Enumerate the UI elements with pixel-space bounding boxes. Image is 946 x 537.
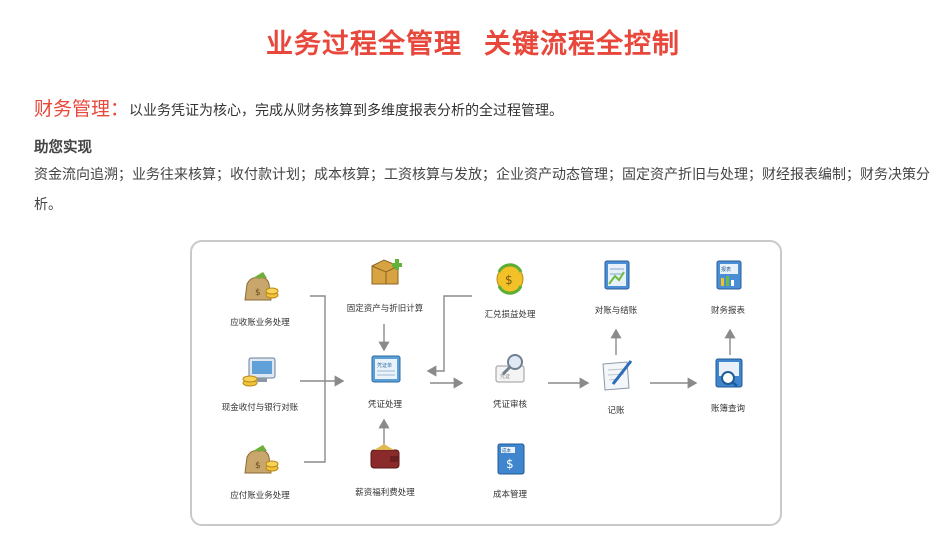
node-payroll[interactable]: 薪资福利费处理	[330, 440, 440, 498]
node-fin-report-label: 财务报表	[710, 306, 745, 316]
report-icon: 报表	[716, 260, 742, 290]
svg-text:成本: 成本	[502, 447, 511, 454]
headline-part2: 关键流程全控制	[484, 29, 680, 60]
intro-line: 财务管理：以业务凭证为核心，完成从财务核算到多维度报表分析的全过程管理。	[34, 94, 563, 121]
node-posting-label: 记账	[607, 406, 625, 416]
node-fixed-assets[interactable]: 固定资产与折旧计算	[330, 256, 440, 314]
node-cash-bank-label: 现金收付与银行对账	[221, 403, 299, 413]
intro-label: 财务管理：	[34, 98, 130, 120]
voucher-icon: 凭证单	[371, 355, 401, 383]
svg-text:凭证单: 凭证单	[377, 362, 392, 369]
headline-part1: 业务过程全管理	[266, 29, 462, 60]
intro-text: 以业务凭证为核心，完成从财务核算到多维度报表分析的全过程管理。	[129, 103, 564, 119]
node-reconcile[interactable]: 对账与结账	[561, 258, 671, 316]
svg-text:$: $	[506, 457, 514, 471]
node-voucher-review[interactable]: 凭证 凭证审核	[455, 352, 565, 410]
currency-exchange-icon: $	[496, 263, 524, 295]
money-bag-icon: $	[244, 445, 279, 474]
node-ledger-query[interactable]: 账簿查询	[673, 356, 783, 414]
node-fx-gain-label: 汇兑损益处理	[484, 310, 536, 320]
node-cost-mgmt[interactable]: 成本 $ 成本管理	[455, 442, 565, 500]
monitor-cash-icon	[242, 357, 276, 387]
box-icon	[371, 259, 402, 285]
svg-text:$: $	[255, 461, 261, 471]
svg-text:$: $	[255, 288, 261, 298]
node-payables-label: 应付账业务处理	[230, 491, 290, 501]
node-fin-report[interactable]: 报表 财务报表	[673, 258, 783, 316]
ledger-search-icon	[715, 358, 743, 388]
page-headline: 业务过程全管理关键流程全控制	[0, 22, 946, 61]
node-cash-bank[interactable]: 现金收付与银行对账	[205, 355, 315, 413]
svg-text:报表: 报表	[721, 266, 731, 273]
ledger-icon	[604, 260, 630, 290]
svg-text:凭证: 凭证	[500, 373, 510, 380]
node-receivables-label: 应收账业务处理	[230, 318, 290, 328]
money-bag-icon: $	[244, 272, 279, 301]
help-description: 资金流向追溯；业务往来核算；收付款计划；成本核算；工资核算与发放；企业资产动态管…	[34, 167, 930, 213]
wallet-icon	[370, 444, 400, 469]
cost-book-icon: 成本 $	[497, 443, 525, 475]
node-voucher[interactable]: 凭证单 凭证处理	[330, 352, 440, 410]
node-ledger-query-label: 账簿查询	[710, 404, 745, 414]
node-fixed-assets-label: 固定资产与折旧计算	[346, 304, 424, 314]
node-voucher-label: 凭证处理	[367, 400, 402, 410]
node-posting[interactable]: 记账	[561, 358, 671, 416]
node-reconcile-label: 对账与结账	[594, 306, 638, 316]
svg-text:$: $	[505, 273, 513, 287]
help-title: 助您实现	[34, 140, 92, 156]
node-cost-mgmt-label: 成本管理	[492, 490, 527, 500]
node-voucher-review-label: 凭证审核	[492, 400, 527, 410]
pen-paper-icon	[602, 360, 633, 391]
node-payables[interactable]: $ 应付账业务处理	[205, 443, 315, 501]
node-payroll-label: 薪资福利费处理	[355, 488, 415, 498]
node-receivables[interactable]: $ 应收账业务处理	[205, 270, 315, 328]
magnifier-icon: 凭证	[495, 354, 525, 383]
node-fx-gain[interactable]: $ 汇兑损益处理	[455, 262, 565, 320]
